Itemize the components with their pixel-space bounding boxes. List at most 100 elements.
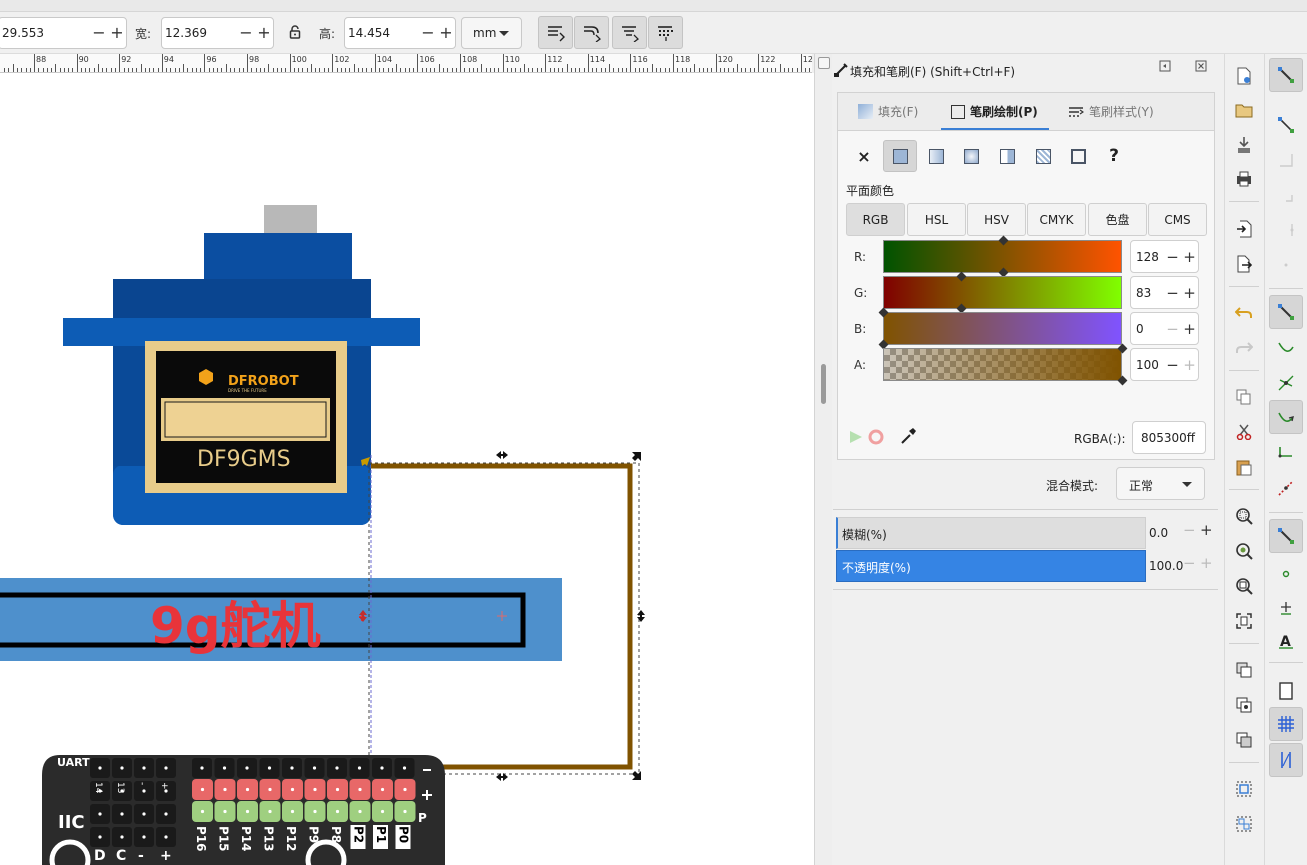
- model-rgb-button[interactable]: RGB: [846, 203, 905, 236]
- snap-guide-icon[interactable]: [1269, 743, 1303, 777]
- redo-icon[interactable]: [1231, 335, 1257, 361]
- channel-g-value[interactable]: 83: [1136, 285, 1152, 300]
- scrollbar-thumb[interactable]: [821, 364, 826, 404]
- width-value[interactable]: 12.369: [165, 26, 207, 40]
- snap-paths-icon[interactable]: [1273, 335, 1299, 361]
- blur-track[interactable]: [836, 517, 1146, 549]
- ungroup-icon[interactable]: [1231, 811, 1257, 837]
- model-hsv-button[interactable]: HSV: [967, 203, 1026, 236]
- opacity-track[interactable]: [836, 550, 1146, 582]
- unit-dropdown[interactable]: mm: [461, 17, 522, 49]
- slider-knob[interactable]: [878, 307, 889, 318]
- channel-g-spin[interactable]: 83 − +: [1130, 276, 1199, 309]
- snap-bbox-icon[interactable]: [1273, 112, 1299, 138]
- zoom-drawing-icon[interactable]: [1231, 538, 1257, 564]
- channel-b-slider[interactable]: [878, 307, 1122, 350]
- slider-knob[interactable]: [1117, 375, 1128, 386]
- channel-a-value[interactable]: 100: [1136, 357, 1159, 372]
- channel-g-slider[interactable]: [883, 271, 1122, 314]
- snap-midpoints-icon[interactable]: [1273, 475, 1299, 501]
- paint-linear-button[interactable]: [919, 140, 953, 172]
- channel-r-value[interactable]: 128: [1136, 249, 1159, 264]
- import-icon[interactable]: [1231, 216, 1257, 242]
- save-download-icon[interactable]: [1231, 132, 1257, 158]
- x-increment-button[interactable]: +: [110, 23, 124, 42]
- height-value[interactable]: 14.454: [348, 26, 390, 40]
- tab-fill[interactable]: 填充(F): [858, 103, 918, 120]
- snap-grid-icon[interactable]: [1269, 707, 1303, 741]
- height-field[interactable]: 14.454 − +: [344, 17, 456, 49]
- height-decrement-button[interactable]: −: [421, 23, 435, 42]
- snap-bbox-edge-icon[interactable]: [1273, 147, 1299, 173]
- slider-knob[interactable]: [1117, 343, 1128, 354]
- export-icon[interactable]: [1231, 251, 1257, 277]
- paste-icon[interactable]: [1231, 454, 1257, 480]
- channel-r-slider[interactable]: [883, 235, 1122, 278]
- channel-a-slider[interactable]: [883, 343, 1128, 386]
- width-decrement-button[interactable]: −: [239, 23, 253, 42]
- blur-slider[interactable]: 模糊(%) 0.0 − +: [836, 517, 1214, 549]
- paint-unset-button[interactable]: ?: [1097, 140, 1131, 172]
- lock-guides-icon[interactable]: [818, 57, 830, 69]
- x-value[interactable]: 29.553: [2, 26, 44, 40]
- channel-a-decrement[interactable]: −: [1166, 355, 1179, 374]
- model-hsl-button[interactable]: HSL: [907, 203, 966, 236]
- print-icon[interactable]: [1231, 166, 1257, 192]
- blur-decrement[interactable]: −: [1183, 521, 1196, 539]
- channel-b-increment[interactable]: +: [1183, 319, 1196, 338]
- tab-stroke-style[interactable]: 笔刷样式(Y): [1068, 103, 1154, 120]
- snap-object-center-icon[interactable]: [1273, 559, 1299, 585]
- servo-motor-group[interactable]: [63, 205, 420, 525]
- channel-a-spin[interactable]: 100 − +: [1130, 348, 1199, 381]
- transform-gradients-button[interactable]: [612, 16, 647, 49]
- opacity-decrement[interactable]: −: [1183, 554, 1196, 572]
- rgba-input[interactable]: 805300ff: [1132, 421, 1206, 454]
- undo-icon[interactable]: [1231, 300, 1257, 326]
- slider-knob[interactable]: [956, 271, 967, 282]
- drawing-canvas[interactable]: DFROBOT DRIVE THE FUTURE DF9GMS 9g舵机: [0, 73, 814, 865]
- banner-group[interactable]: [0, 578, 562, 661]
- lock-ratio-icon[interactable]: [289, 25, 301, 39]
- scale-corners-button[interactable]: [574, 16, 609, 49]
- channel-g-increment[interactable]: +: [1183, 283, 1196, 302]
- snap-rotation-center-icon[interactable]: [1273, 594, 1299, 620]
- channel-a-increment[interactable]: +: [1183, 355, 1196, 374]
- channel-r-spin[interactable]: 128 − +: [1130, 240, 1199, 273]
- paint-radial-button[interactable]: [954, 140, 988, 172]
- model-cmyk-button[interactable]: CMYK: [1027, 203, 1086, 236]
- snap-bbox-midpoint-icon[interactable]: [1273, 217, 1299, 243]
- undock-icon[interactable]: [1159, 60, 1171, 72]
- zoom-selection-icon[interactable]: [1231, 503, 1257, 529]
- selected-connector-path[interactable]: [371, 463, 633, 770]
- opacity-slider[interactable]: 不透明度(%) 100.0 − +: [836, 550, 1214, 582]
- paint-flat-button[interactable]: [883, 140, 917, 172]
- blend-mode-dropdown[interactable]: 正常: [1116, 467, 1205, 500]
- x-decrement-button[interactable]: −: [92, 23, 106, 42]
- new-document-icon[interactable]: [1231, 63, 1257, 89]
- snap-intersections-icon[interactable]: [1273, 370, 1299, 396]
- group-icon[interactable]: [1231, 776, 1257, 802]
- duplicate-icon[interactable]: [1231, 657, 1257, 683]
- tab-stroke-paint[interactable]: 笔刷绘制(P): [951, 103, 1038, 120]
- paint-swatch-button[interactable]: [1061, 140, 1095, 172]
- paint-pattern-button[interactable]: [1026, 140, 1060, 172]
- snap-smooth-nodes-icon[interactable]: [1273, 440, 1299, 466]
- cut-icon[interactable]: [1231, 419, 1257, 445]
- height-increment-button[interactable]: +: [439, 23, 453, 42]
- snap-text-baseline-icon[interactable]: A: [1273, 628, 1299, 654]
- slider-knob[interactable]: [998, 235, 1009, 246]
- width-increment-button[interactable]: +: [257, 23, 271, 42]
- channel-b-spin[interactable]: 0 − +: [1130, 312, 1199, 345]
- channel-b-decrement[interactable]: −: [1166, 319, 1179, 338]
- zoom-page-icon[interactable]: [1231, 573, 1257, 599]
- opacity-increment[interactable]: +: [1200, 554, 1213, 572]
- snap-others-icon[interactable]: [1269, 519, 1303, 553]
- eyedropper-icon[interactable]: [900, 427, 916, 445]
- clone-icon[interactable]: [1231, 692, 1257, 718]
- color-managed-icon[interactable]: [848, 429, 886, 445]
- channel-r-decrement[interactable]: −: [1166, 247, 1179, 266]
- channel-r-increment[interactable]: +: [1183, 247, 1196, 266]
- channel-g-decrement[interactable]: −: [1166, 283, 1179, 302]
